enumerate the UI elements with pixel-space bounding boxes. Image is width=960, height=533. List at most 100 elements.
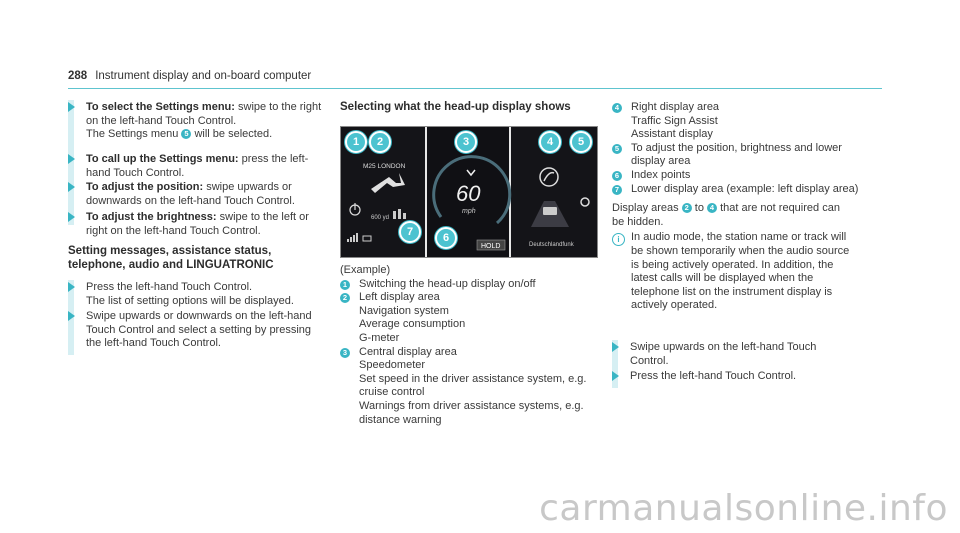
radio-station: Deutschlandfunk	[529, 242, 575, 248]
consumption-bar-icon	[393, 211, 396, 219]
nav-arrow-icon	[371, 173, 405, 193]
step-swipe-upwards: Swipe upwards on the left-hand Touch Con…	[612, 341, 850, 368]
callout-6: 6	[435, 227, 457, 249]
callout-2: 2	[369, 131, 391, 153]
info-text: In audio mode, the station name or track…	[631, 231, 850, 312]
step-text: Press the left-hand Touch Control.	[630, 370, 797, 382]
callout-number-badge: 4	[707, 203, 718, 214]
legend-line: Left display area	[359, 291, 440, 304]
step-press-left-touch: Press the left-hand Touch Control.	[612, 370, 850, 384]
step-text: Press the left-hand Touch Control.	[86, 281, 253, 293]
step-arrow-icon	[612, 342, 619, 352]
legend-item-3: 3 Central display area Speedometer Set s…	[340, 346, 610, 428]
callout-1: 1	[345, 131, 367, 153]
signal-bar-icon	[350, 237, 352, 242]
step-text: swipe to the right on the left-hand Touc…	[86, 101, 322, 127]
legend-line: Navigation system	[359, 304, 449, 317]
callout-4: 4	[539, 131, 561, 153]
speed-unit: mph	[462, 208, 476, 215]
header-rule	[68, 88, 882, 89]
legend-line: Assistant display	[631, 128, 713, 141]
signal-bar-icon	[353, 235, 355, 242]
legend-line: To adjust the position, brightness and l…	[631, 141, 842, 168]
callout-5: 5	[570, 131, 592, 153]
watermark: carmanualsonline.info	[539, 488, 948, 529]
step-bold-label: To call up the Settings menu:	[86, 153, 239, 165]
battery-icon	[362, 235, 372, 242]
nav-distance: 600 yd	[371, 215, 389, 221]
legend-line: Warnings from driver assistance systems,…	[359, 399, 584, 426]
legend-number: 1	[340, 279, 350, 290]
legend-line: Right display area	[631, 101, 720, 113]
legend-item-5: 5 To adjust the position, brightness and…	[612, 142, 851, 169]
gear-icon	[580, 197, 590, 207]
info-note: i In audio mode, the station name or tra…	[612, 231, 856, 313]
set-speed-marker-icon	[466, 169, 476, 177]
step-text: Swipe upwards on the left-hand Touch Con…	[630, 341, 817, 367]
legend-line: Average consumption	[359, 318, 466, 331]
step-arrow-icon	[68, 154, 75, 164]
page-number: 288	[68, 70, 88, 82]
hold-label: HOLD	[481, 243, 500, 250]
section-title-hud: Selecting what the head-up display shows	[340, 101, 571, 113]
step-text: Swipe upwards or downwards on the left-h…	[86, 310, 312, 350]
signal-bar-icon	[347, 239, 349, 242]
legend-number: 7	[612, 184, 622, 195]
step-extra-text: The list of setting options will be disp…	[86, 294, 294, 307]
callout-number-badge: 2	[681, 203, 692, 214]
steering-assist-icon	[539, 167, 559, 187]
steering-assist-curve	[543, 171, 555, 182]
legend-item-1: 1 Switching the head-up display on/off	[340, 278, 610, 292]
step-text: swipe to the left or right on the left-h…	[86, 211, 309, 237]
paragraph-text: Display areas	[612, 202, 679, 215]
step-select-settings: To select the Settings menu: swipe to th…	[68, 101, 326, 142]
legend-line: Index points	[631, 168, 691, 181]
vehicle-ahead-icon	[543, 207, 557, 215]
legend-item-6: 6 Index points	[612, 169, 882, 183]
legend-line: G-meter	[359, 331, 400, 344]
step-text: press the left-hand Touch Control.	[86, 153, 309, 179]
hud-station-name: M25 LONDON	[363, 163, 406, 170]
right-legend: 4 Right display area Traffic Sign Assist…	[612, 101, 882, 313]
step-bold-label: To adjust the position:	[86, 181, 204, 193]
step-arrow-icon	[612, 371, 619, 381]
speedometer-arc	[432, 155, 512, 225]
callout-3: 3	[455, 131, 477, 153]
callout-number-badge: 5	[181, 129, 192, 140]
hud-figure: 600 yd 60 mph HOLD Deutschlandfunk M25 L…	[340, 126, 598, 258]
paragraph-text: to	[694, 202, 704, 215]
legend-number: 2	[340, 293, 350, 304]
legend-item-7: 7 Lower display area (example: left disp…	[612, 183, 882, 197]
step-text: swipe upwards or downwards on the left-h…	[86, 181, 295, 207]
hold-indicator	[476, 239, 506, 251]
legend-line: Switching the head-up display on/off	[359, 277, 536, 290]
step-bold-label: To adjust the brightness:	[86, 211, 217, 223]
consumption-bar-icon	[403, 213, 406, 219]
step-adjust-brightness: To adjust the brightness: swipe to the l…	[68, 211, 326, 238]
legend-number: 5	[612, 143, 622, 154]
figure-legend: (Example) 1 Switching the head-up displa…	[340, 264, 610, 427]
legend-item-4: 4 Right display area Traffic Sign Assist…	[612, 101, 882, 142]
step-bold-label: To select the Settings menu:	[86, 101, 235, 113]
figure-caption: (Example)	[340, 264, 391, 276]
step-arrow-icon	[68, 102, 75, 112]
section-title-settings: Setting messages, assistance status, tel…	[68, 245, 274, 271]
legend-number: 6	[612, 170, 622, 181]
signal-bar-icon	[356, 233, 358, 242]
legend-line: Set speed in the driver assistance syste…	[359, 372, 587, 399]
info-icon: i	[612, 233, 625, 247]
step-arrow-icon	[68, 311, 75, 321]
callout-7: 7	[399, 221, 421, 243]
legend-line: Lower display area (example: left displa…	[631, 182, 859, 195]
legend-item-2: 2 Left display area Navigation system Av…	[340, 291, 610, 345]
legend-line: Speedometer	[359, 359, 426, 372]
step-extra-text-end: will be selected.	[194, 128, 273, 141]
step-swipe-select: Swipe upwards or downwards on the left-h…	[68, 310, 326, 351]
step-extra-text: The Settings menu	[86, 128, 179, 141]
speed-value: 60	[456, 181, 481, 206]
right-step-bar	[612, 340, 618, 388]
step-call-up-settings: To call up the Settings menu: press the …	[68, 153, 326, 180]
legend-line: Central display area	[359, 345, 457, 358]
paragraph-text: that are not required can be hidden.	[612, 202, 840, 228]
